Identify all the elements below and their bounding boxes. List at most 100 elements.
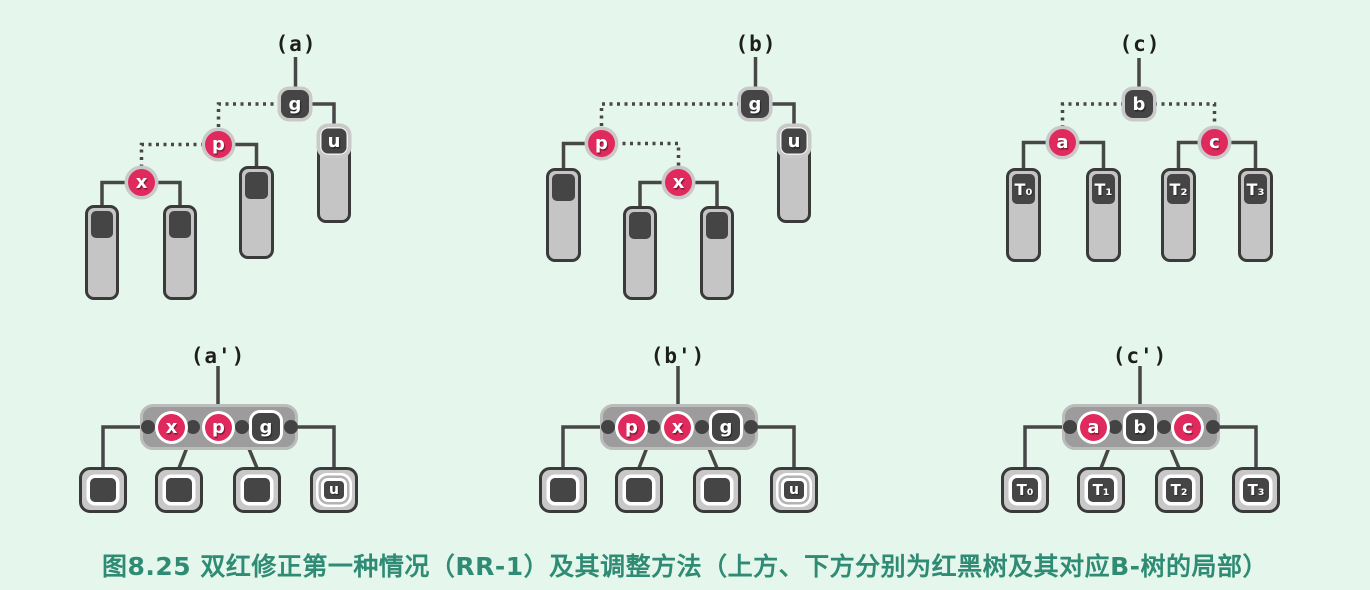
node-c-red: c [1201,129,1228,156]
subtree-t2-label: T₂ [1167,174,1190,204]
subtree-t1: T₁ [1086,168,1121,262]
subtree-head [91,211,113,238]
btree-child-core [550,478,576,502]
subtree-t3-label: T₃ [1244,174,1267,204]
btree-child-t2-core: T₂ [1166,478,1192,502]
edge [561,425,608,467]
node-x-red: x [665,169,692,196]
btree-child-t1: T₁ [1077,467,1125,513]
node-x-red: x [128,169,155,196]
child-pointer-dot [284,420,298,434]
key-x-red: x [158,414,185,441]
edge [772,102,796,128]
node-g-black: g [281,90,309,118]
key-g-black: g [712,413,740,441]
btree-child-u-core: u [324,481,344,499]
btree-child-t3-core: T₃ [1243,478,1269,502]
edge [101,425,148,467]
node-u-black: u [320,127,348,155]
edge-dotted [1154,102,1217,128]
panel-a-label: (a) [275,32,317,56]
btree-child [233,467,281,513]
edge [638,180,664,206]
panel-b-prime-label: (b') [650,344,706,368]
child-pointer-dot [186,420,200,434]
btree-child-core [626,478,652,502]
edge [1213,425,1258,467]
child-pointer-dot [601,420,615,434]
edge [1021,140,1048,168]
child-pointer-dot [1108,420,1122,434]
edge-dotted [599,102,740,129]
key-g-black: g [252,413,280,441]
btree-child [539,467,587,513]
btree-child-u-core: u [784,481,804,499]
child-pointer-dot [141,420,155,434]
child-pointer-dot [1157,420,1171,434]
edge [751,425,796,467]
btree-child-t1-core: T₁ [1088,478,1114,502]
child-pointer-dot [744,420,758,434]
subtree-t0: T₀ [1006,168,1041,262]
edge [312,102,336,128]
btree-child-core [244,478,270,502]
panel-c-label: (c) [1119,32,1161,56]
key-p-red: p [618,414,645,441]
panel-c-prime-label: (c') [1112,344,1168,368]
btree-child [615,467,663,513]
edge [232,142,259,166]
subtree-head [552,174,575,201]
key-c-red: c [1174,414,1201,441]
subtree [546,168,581,262]
child-pointer-dot [1206,420,1220,434]
panel-a-prime-label: (a') [190,344,246,368]
subtree [700,206,734,300]
key-b-black: b [1126,413,1154,441]
subtree-head [245,172,268,199]
subtree [239,166,274,259]
btree-child-t0: T₀ [1001,467,1049,513]
panel-b-label: (b) [735,32,777,56]
edge-dotted [216,102,281,130]
child-pointer-dot [646,420,660,434]
edge [1176,140,1200,168]
btree-child-u: u [310,467,358,513]
subtree [623,206,657,300]
node-p-red: p [588,130,615,157]
key-p-red: p [205,414,232,441]
node-p-red: p [205,131,232,158]
subtree-t1-label: T₁ [1092,174,1115,204]
subtree [85,205,119,300]
subtree-t0-label: T₀ [1012,174,1035,204]
edge [561,141,587,168]
node-b-black: b [1125,90,1153,118]
edge [156,180,182,205]
edge-dotted [615,141,681,168]
key-x-red: x [664,414,691,441]
btree-child-t0-core: T₀ [1012,478,1038,502]
btree-child-u: u [770,467,818,513]
subtree-t2: T₂ [1161,168,1196,262]
btree-child [155,467,203,513]
child-pointer-dot [1063,420,1077,434]
subtree-head [629,212,651,239]
btree-child-core [704,478,730,502]
edge-dotted [1060,102,1124,128]
node-u-subtree: u [317,127,351,223]
node-u-black: u [780,127,808,155]
subtree-t3: T₃ [1238,168,1273,262]
edge [1229,140,1258,168]
btree-child-core [90,478,116,502]
btree-child [693,467,741,513]
subtree [163,205,197,300]
edge [693,180,719,206]
subtree-head [706,212,728,239]
btree-child-t3: T₃ [1232,467,1280,513]
key-a-red: a [1080,414,1107,441]
edge-dotted [139,142,204,168]
edge [100,180,127,205]
node-u-subtree: u [777,127,811,223]
child-pointer-dot [235,420,249,434]
subtree-head [169,211,191,238]
